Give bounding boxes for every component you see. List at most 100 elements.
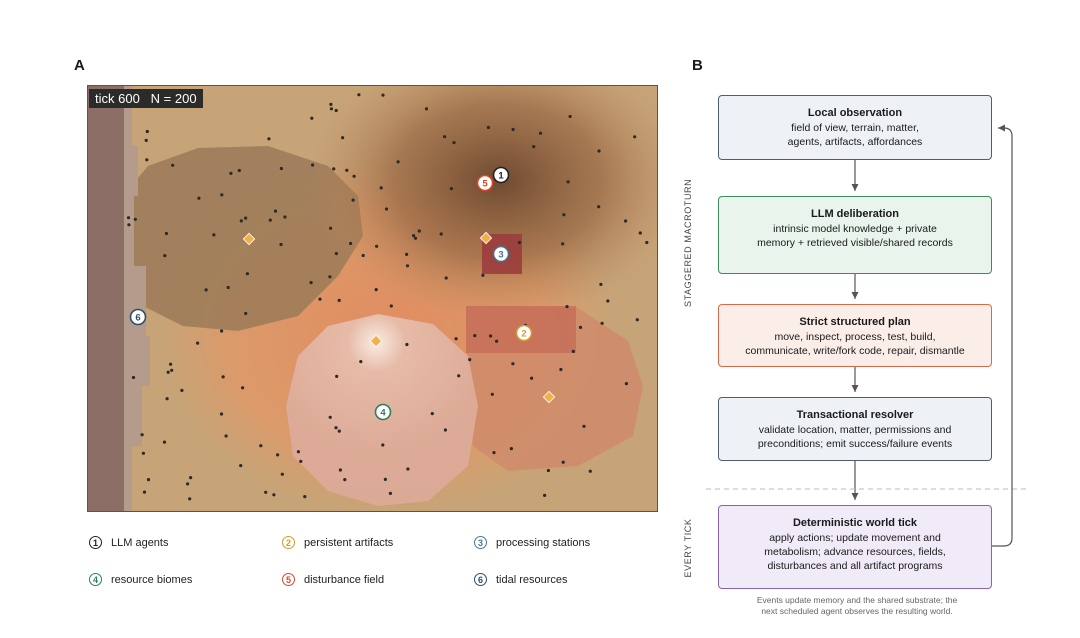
legend-number-badge: 2 (282, 536, 295, 549)
agent-dot (405, 264, 410, 268)
agent-dot (169, 362, 173, 366)
agent-dot (600, 321, 604, 325)
map-marker-6: 6 (129, 308, 147, 326)
legend-number-badge: 4 (89, 573, 102, 586)
legend-item: 4 resource biomes (89, 573, 192, 586)
agent-dot (439, 232, 443, 236)
pipeline-step-line: validate location, matter, permissions a… (758, 424, 952, 436)
agent-dot (443, 428, 447, 432)
agent-dot (338, 468, 342, 472)
agent-dot (165, 397, 169, 401)
pipeline-step: LLM deliberation intrinsic model knowledg… (718, 196, 992, 274)
pipeline-step-line: disturbances and all artifact programs (767, 560, 943, 572)
pipeline-step-title: Strict structured plan (799, 316, 911, 328)
agent-dot (492, 451, 496, 455)
agent-dot (280, 472, 284, 476)
legend-label: resource biomes (111, 573, 193, 586)
agent-dot (219, 412, 224, 416)
agent-dot (273, 209, 278, 213)
agent-dot (381, 443, 385, 447)
map-marker-2: 2 (515, 324, 533, 342)
agent-dot (310, 116, 314, 120)
agent-dot (264, 490, 268, 494)
agent-dot (329, 102, 333, 106)
agent-dot (375, 244, 379, 248)
map-marker-4: 4 (374, 403, 392, 421)
agent-dot (204, 288, 208, 292)
agent-dot (259, 444, 263, 448)
agent-dot (272, 493, 276, 497)
legend-number-badge: 1 (89, 536, 102, 549)
pipeline-step-line: preconditions; emit success/failure even… (757, 438, 953, 450)
agent-dot (638, 231, 642, 235)
agent-dot (244, 216, 248, 220)
map-marker-5: 5 (476, 174, 494, 192)
agent-dot (624, 382, 629, 386)
agent-dot (597, 149, 601, 153)
agent-dot (244, 311, 248, 316)
agent-dot (571, 349, 575, 353)
agent-dot (279, 242, 283, 247)
agent-dot (245, 272, 249, 276)
agent-dot (239, 219, 243, 223)
agent-dot (226, 285, 230, 290)
agent-dot (189, 476, 193, 480)
agent-dot (334, 252, 338, 256)
agent-dot (318, 297, 322, 301)
artifact-diamond (369, 334, 383, 348)
agent-dot (530, 376, 534, 380)
pipeline-step-title: Local observation (807, 107, 903, 119)
map-marker-number: 1 (498, 171, 504, 182)
agent-dot (495, 339, 499, 343)
agent-dot (473, 334, 477, 338)
agent-dot (341, 136, 345, 140)
agent-dot (188, 497, 192, 501)
legend-number-badge: 6 (474, 573, 487, 586)
agent-dot (396, 160, 400, 164)
agent-dot (633, 135, 637, 139)
agent-dot (561, 242, 565, 246)
pipeline-step-line: move, inspect, process, test, build, (774, 331, 936, 343)
agent-dot (163, 254, 167, 258)
pipeline-step-line: intrinsic model knowledge + private (773, 223, 937, 235)
agent-dot (229, 171, 233, 175)
agent-dot (561, 460, 565, 464)
footnote-line: Events update memory and the shared subs… (756, 595, 958, 605)
agent-dot (337, 298, 341, 302)
tick-counter: tick 600 N = 200 (89, 89, 203, 108)
agent-dot (359, 360, 363, 364)
agent-dot (517, 240, 521, 245)
agent-dot (141, 451, 145, 455)
pipeline-step-body: move, inspect, process, test, build,comm… (719, 330, 991, 358)
agent-dot (237, 168, 241, 173)
agent-dot (283, 215, 287, 219)
agent-dot (383, 477, 387, 481)
agent-dot (131, 375, 136, 380)
artifact-diamonds (242, 231, 556, 404)
agent-dot (635, 318, 639, 322)
agent-dot (449, 187, 453, 191)
agent-dot (133, 217, 137, 221)
agent-dot (388, 491, 392, 495)
agent-dot (197, 196, 201, 200)
agent-dot (345, 168, 349, 172)
agent-dot (384, 207, 389, 211)
agent-dot (361, 253, 365, 258)
tidal-zone-deep (88, 86, 124, 511)
legend-label: processing stations (496, 536, 591, 549)
agent-dot (332, 167, 336, 171)
artifact-diamond (242, 232, 256, 246)
agent-dot (357, 93, 361, 97)
agent-dot (444, 276, 448, 280)
agent-dot (299, 459, 303, 463)
agent-dot (389, 304, 393, 308)
pipeline-step-title: LLM deliberation (811, 208, 899, 220)
agent-dot (279, 166, 283, 171)
